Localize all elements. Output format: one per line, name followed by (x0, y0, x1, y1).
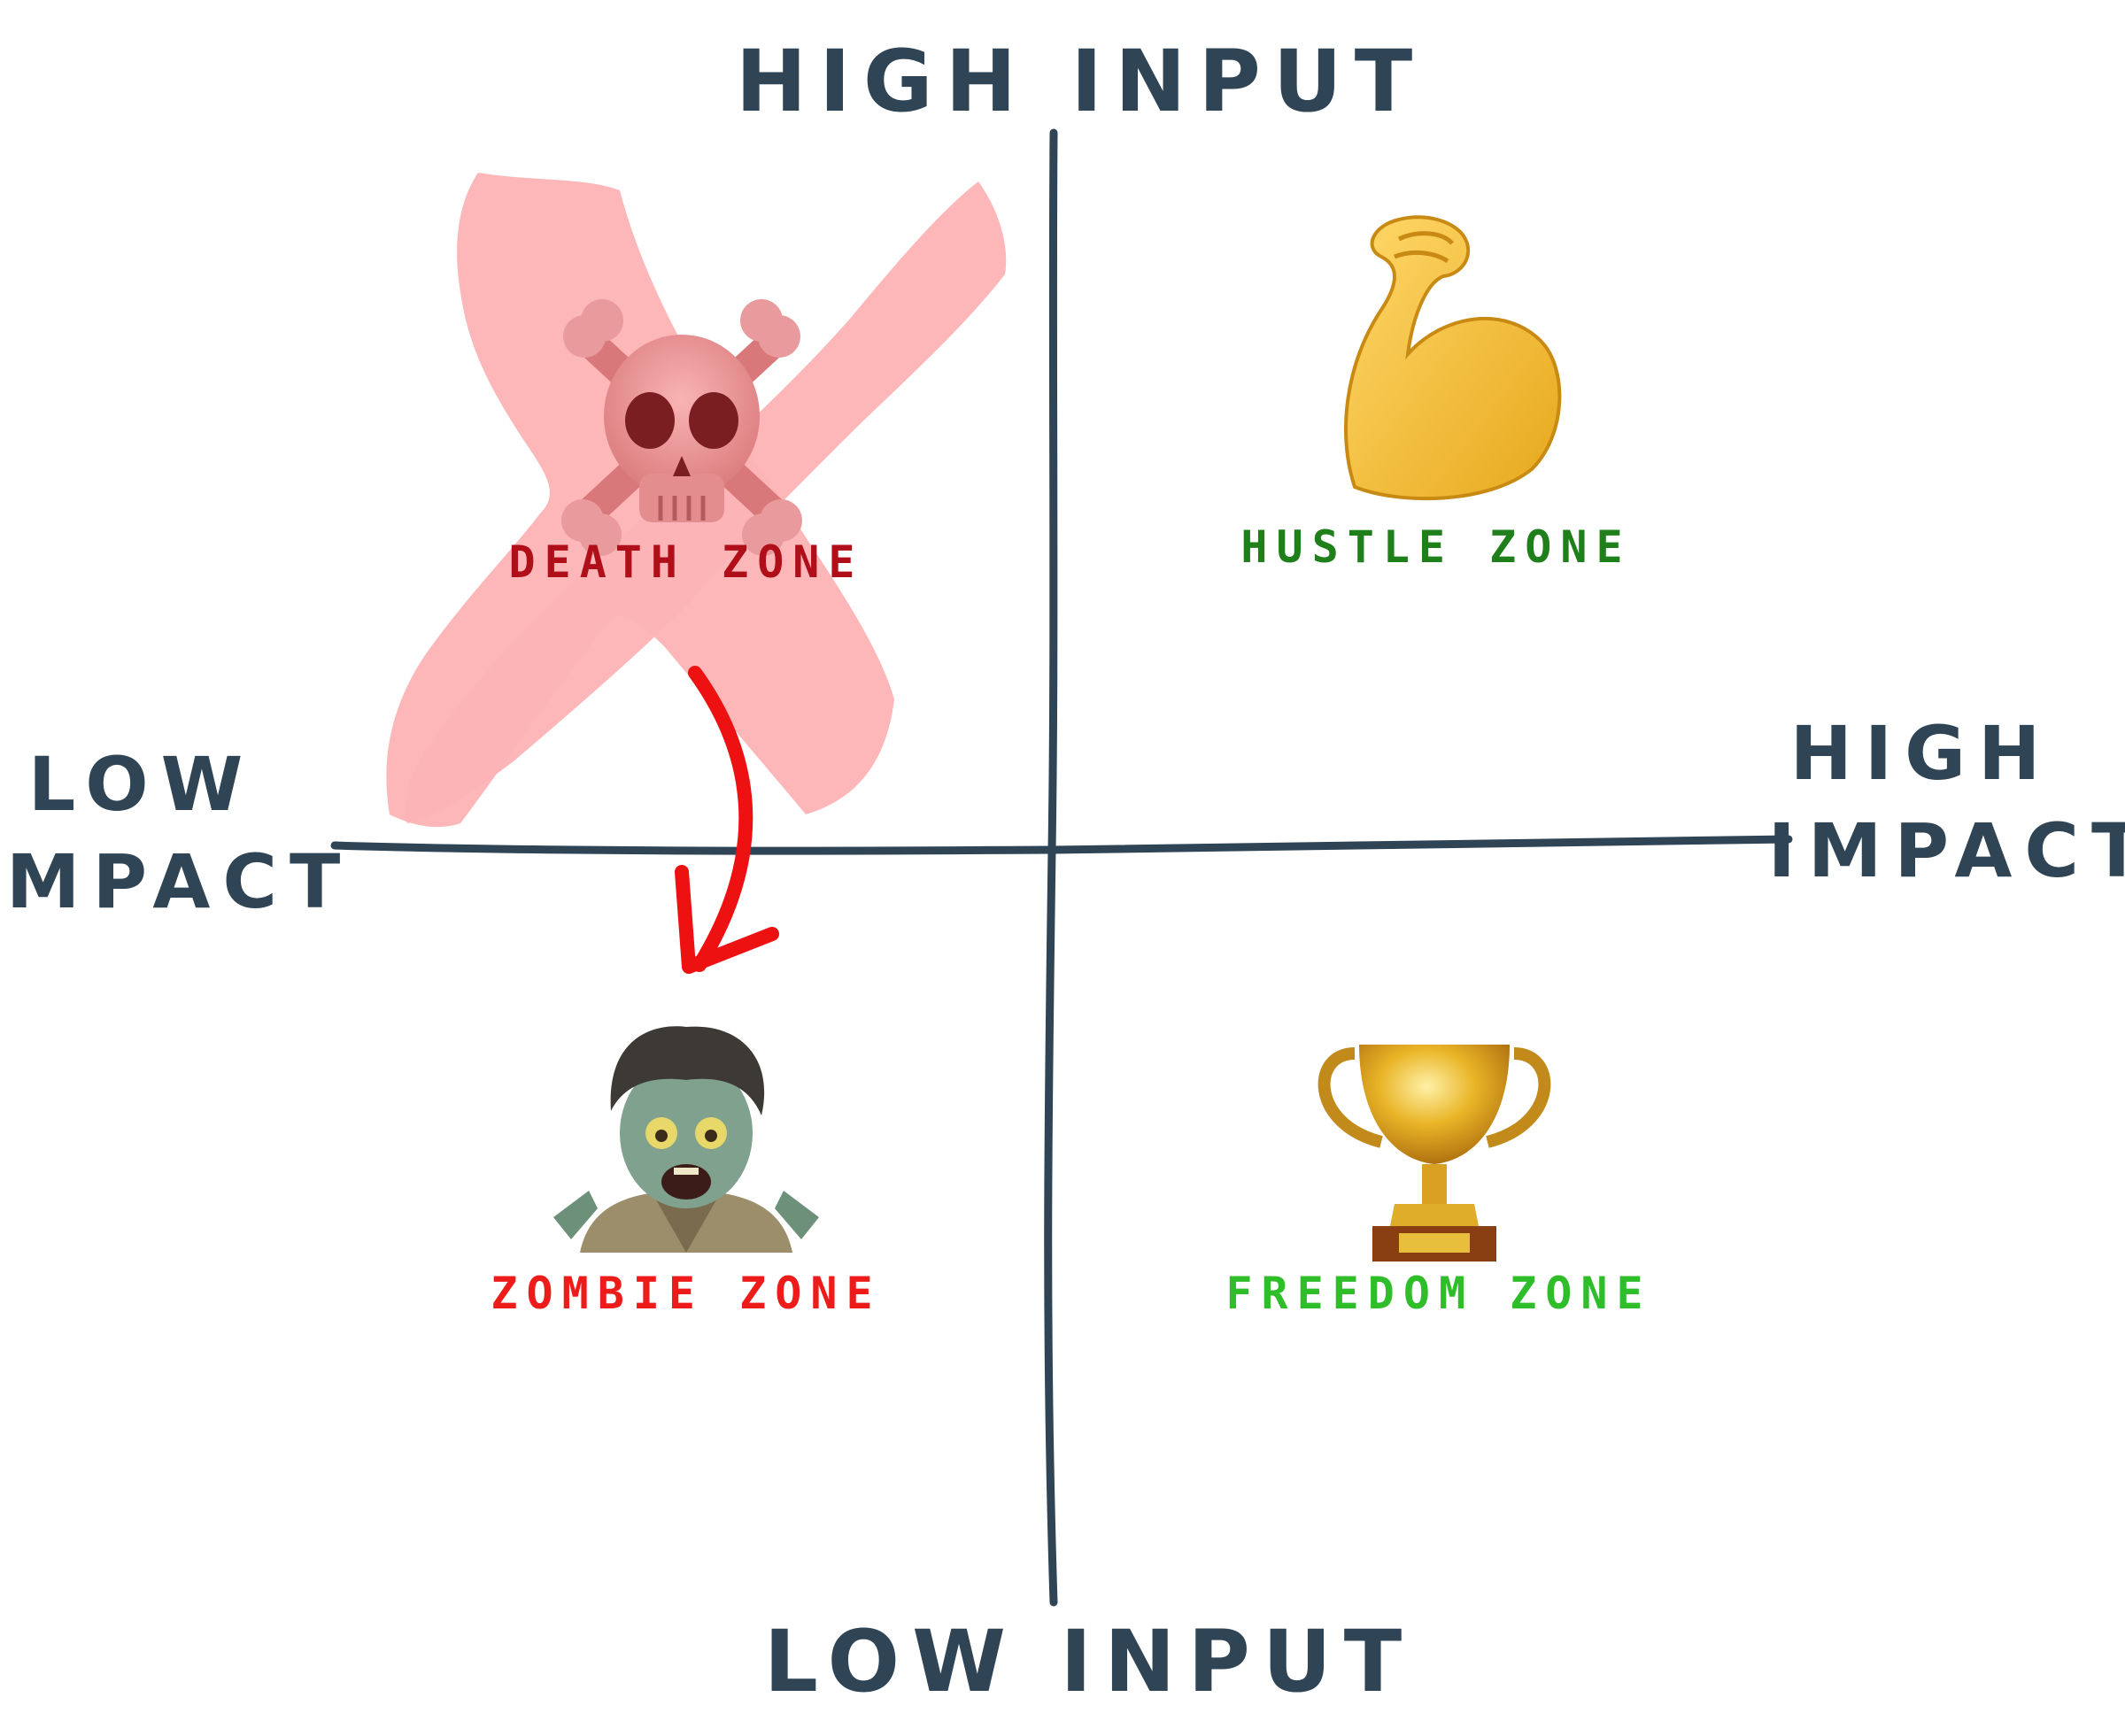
horizontal-axis (330, 835, 1793, 855)
zombie-icon (553, 1026, 819, 1253)
left-axis-label-line2: IMPACT (0, 838, 352, 925)
zombie-zone-label: ZOMBIE ZONE (491, 1268, 881, 1319)
transition-arrow (675, 666, 779, 974)
right-axis-label-line2: IMPACT (1768, 807, 2125, 894)
bottom-axis-label: LOW INPUT (764, 1612, 1415, 1711)
right-axis-label-line1: HIGH (1790, 710, 2053, 797)
skull-crossbones-icon (561, 299, 802, 556)
vertical-axis (1044, 128, 1058, 1607)
left-axis-label-line1: LOW (28, 741, 256, 828)
freedom-zone-label: FREEDOM ZONE (1225, 1268, 1651, 1319)
hustle-zone-label: HUSTLE ZONE (1240, 521, 1631, 573)
trophy-icon (1318, 1045, 1551, 1261)
flexed-biceps-icon (1344, 215, 1562, 501)
death-zone-label: DEATH ZONE (508, 536, 863, 588)
top-axis-label: HIGH INPUT (736, 32, 1425, 131)
axes (330, 128, 1793, 1607)
